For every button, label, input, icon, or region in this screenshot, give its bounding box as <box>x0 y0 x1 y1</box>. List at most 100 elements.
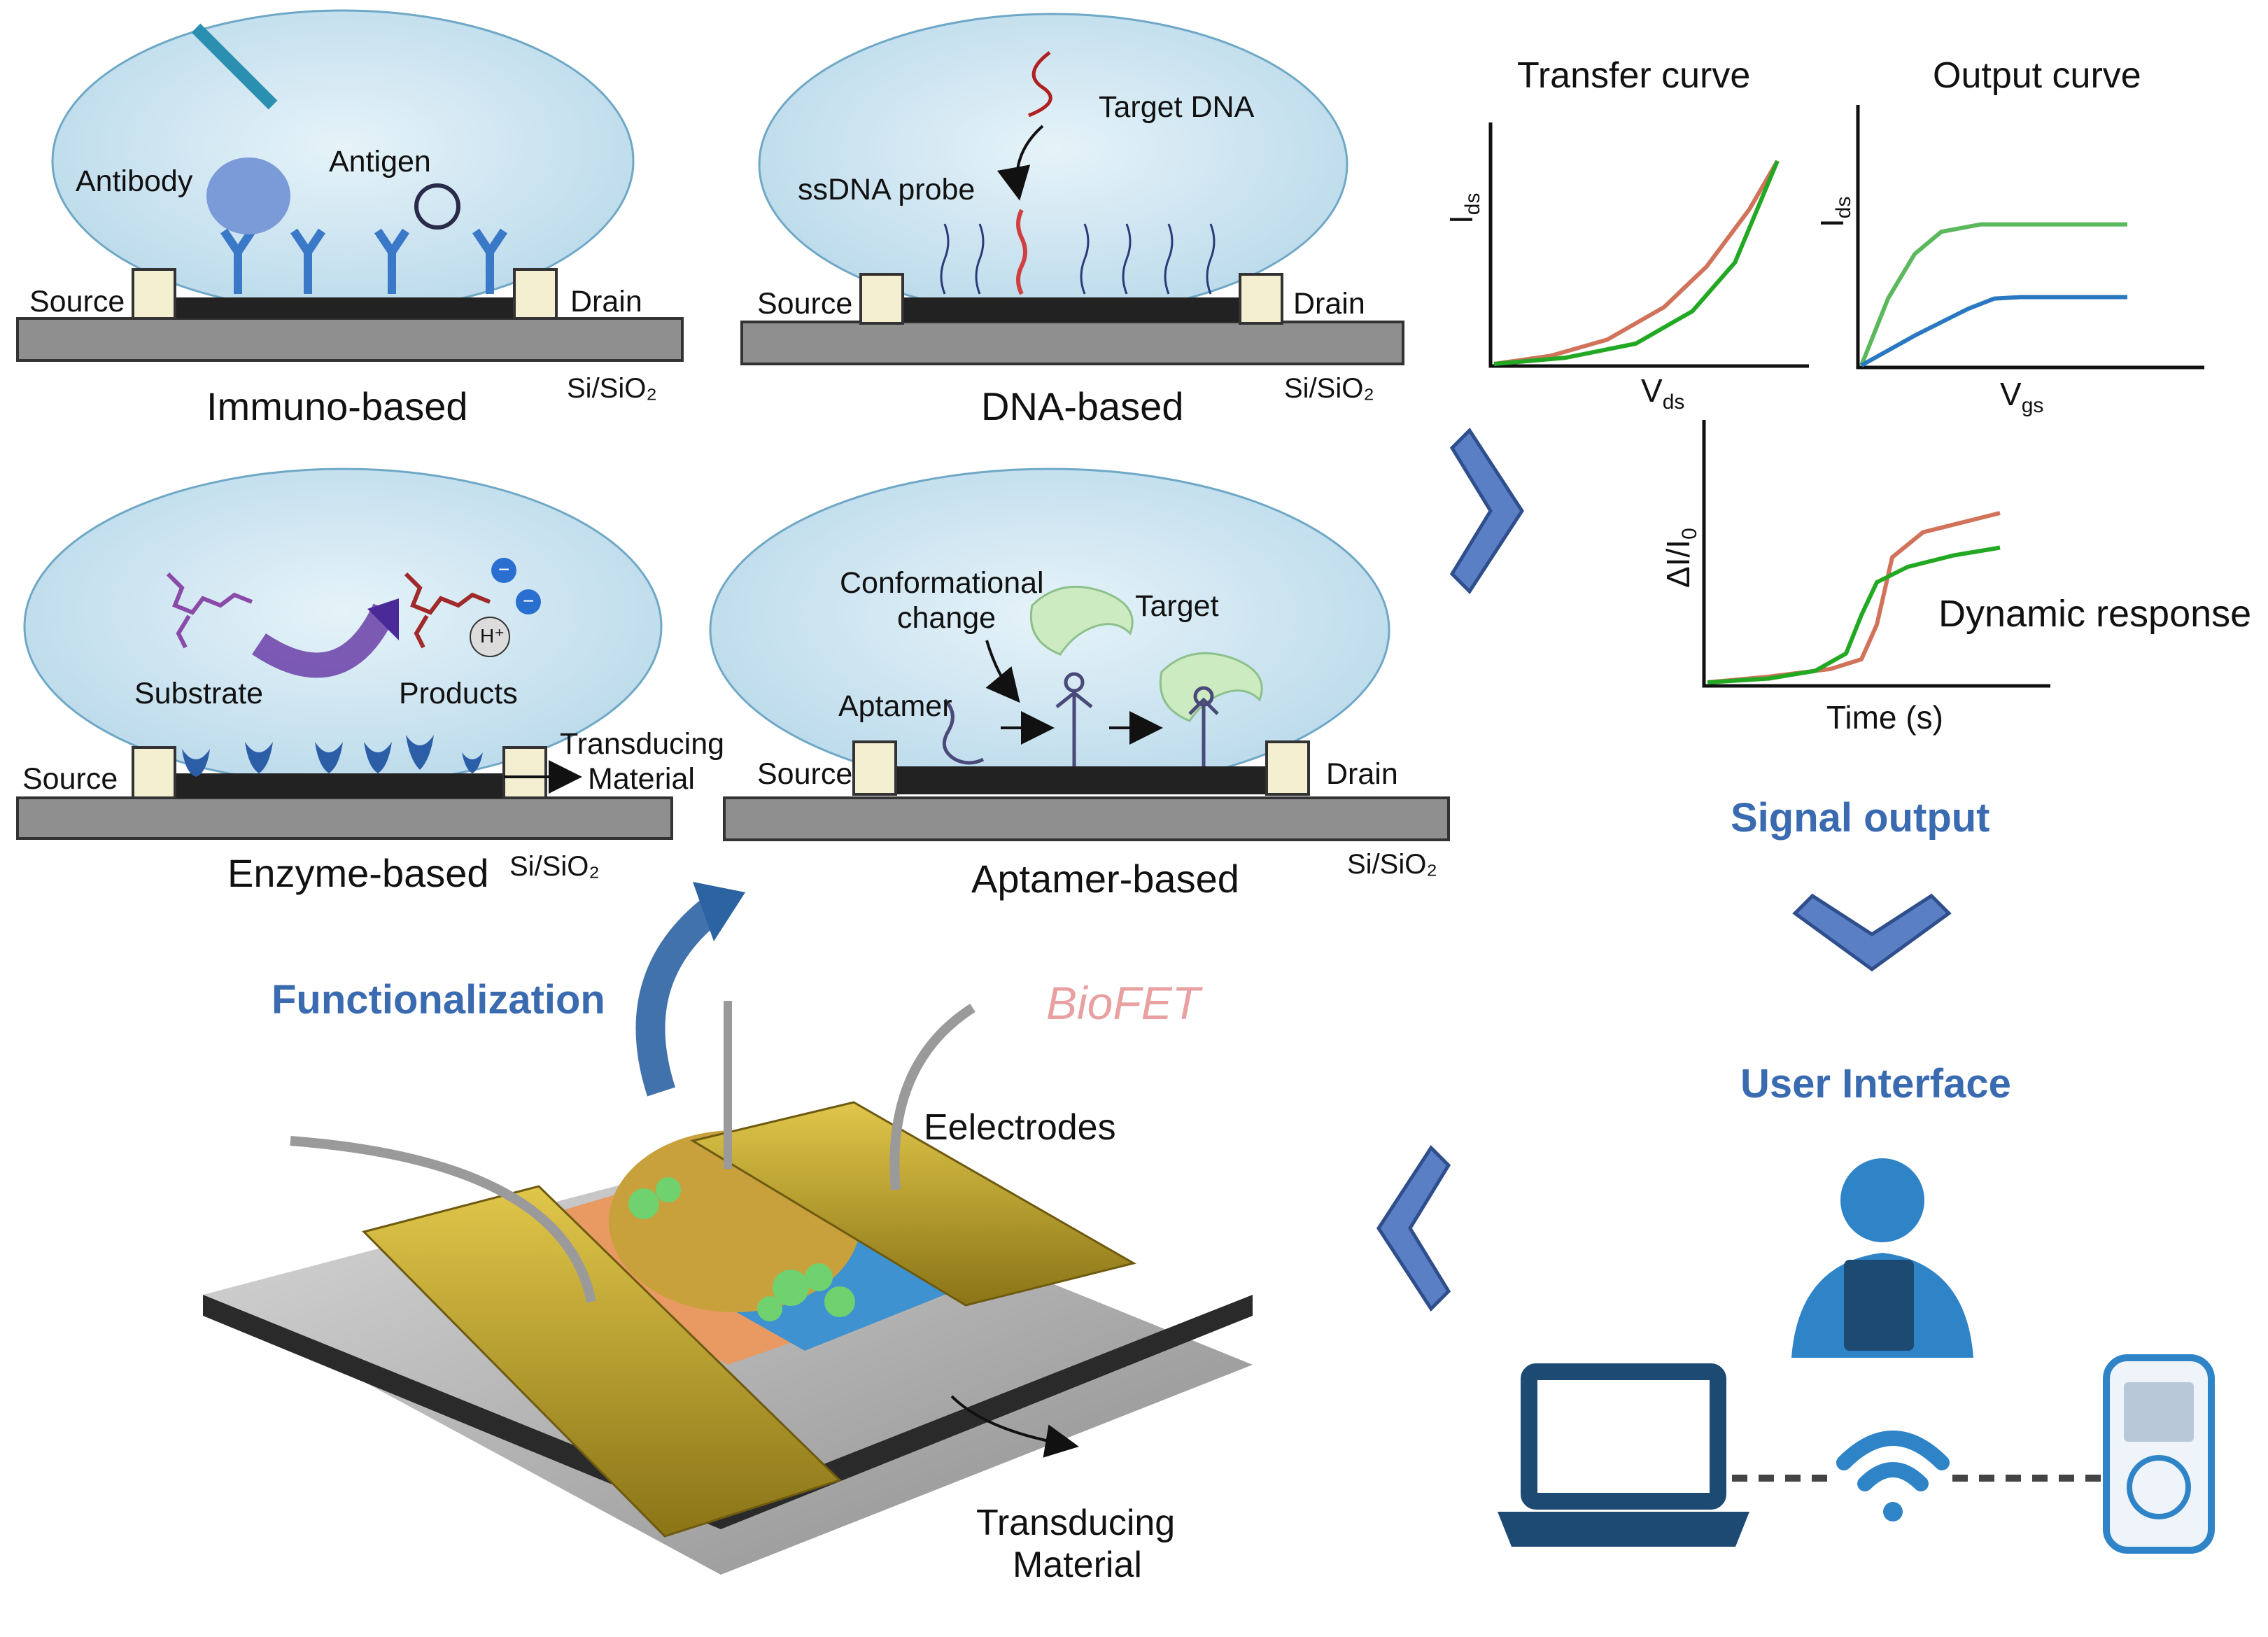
dna-probe-label: ssDNA probe <box>798 173 975 206</box>
antibody-protein-icon <box>206 157 290 234</box>
immuno-caption: Immuno-based <box>206 384 468 428</box>
green-analyte-clusters <box>628 1177 855 1321</box>
aptamer-source-electrode <box>852 740 897 796</box>
chart-series-line-0-0 <box>1493 160 1780 366</box>
electron-minus-1: − <box>498 558 510 580</box>
dna-source-electrode <box>859 273 904 325</box>
functionalization-arrowhead <box>693 882 745 941</box>
aptamer-conf-label-1: Conformational <box>840 566 1044 600</box>
ssdna-probes <box>940 223 1216 295</box>
chart-series-line-2-1 <box>1707 545 2001 684</box>
aptamer-channel <box>885 766 1277 794</box>
dynamic-ylabel-main: ΔI/I <box>1660 539 1696 588</box>
transfer-axes <box>1488 122 1809 368</box>
electrode-wire-right <box>889 1004 975 1190</box>
left-gold-electrode <box>362 1185 842 1538</box>
aptamer-target-label: Target <box>1135 589 1219 623</box>
dynamic-axes <box>1702 420 2050 688</box>
output-xlabel-sub: gs <box>2021 394 2044 418</box>
target-arrow <box>996 125 1044 201</box>
electron-minus-2: − <box>523 590 535 612</box>
enzyme-channel <box>168 773 514 798</box>
chevron-left-icon <box>1376 1145 1451 1312</box>
aptamer-panel <box>709 468 1450 841</box>
electrodes-label: Eelectrodes <box>924 1107 1116 1148</box>
dna-channel <box>892 297 1249 322</box>
chevron-right-icon <box>1449 428 1524 594</box>
output-ylabel: Ids <box>1814 196 1856 227</box>
dynamic-series <box>1707 511 2001 684</box>
aptamer-source-label: Source <box>757 757 853 791</box>
transfer-ylabel: Ids <box>1443 193 1484 224</box>
laptop-icon <box>1498 1363 1749 1547</box>
aptamer-substrate <box>723 796 1450 841</box>
bound-target-icon <box>1159 652 1263 722</box>
electrode-wire-left <box>290 1136 596 1303</box>
products-molecule-icon <box>404 572 491 649</box>
dna-substrate-label: Si/SiO₂ <box>1284 373 1374 404</box>
immuno-drain-label: Drain <box>570 285 642 318</box>
aptamer-substrate-label: Si/SiO₂ <box>1347 849 1437 880</box>
user-interface-label: User Interface <box>1740 1061 2011 1106</box>
output-series <box>1859 222 2127 367</box>
enzyme-hplus-label: H⁺ <box>480 625 505 647</box>
transfer-ylabel-main: I <box>1443 215 1479 224</box>
immuno-antigen-label: Antigen <box>329 145 431 178</box>
dynamic-ylabel: ΔI/I0 <box>1660 528 1701 588</box>
transfer-xlabel-main: V <box>1641 372 1663 409</box>
output-xlabel-main: V <box>2000 376 2022 412</box>
enzyme-drain-electrode <box>502 746 547 799</box>
conformational-arrow <box>985 640 1020 703</box>
dna-panel <box>740 13 1404 365</box>
transfer-xlabel-sub: ds <box>1662 391 1685 414</box>
hplus-icon <box>470 617 510 657</box>
dna-droplet <box>758 13 1348 316</box>
aptamer-strand <box>942 698 985 765</box>
electron-icon-1 <box>491 558 516 583</box>
immuno-substrate-label: Si/SiO₂ <box>567 373 657 404</box>
dna-helix <box>1016 209 1027 295</box>
transfer-series <box>1493 160 1780 366</box>
immuno-channel <box>161 297 525 318</box>
folded-aptamer-icon <box>1055 672 1219 766</box>
aptamer-caption: Aptamer-based <box>971 857 1239 901</box>
reaction-arrowhead <box>367 598 399 640</box>
output-chart <box>1856 105 2204 370</box>
enzyme-source-electrode <box>132 746 176 799</box>
device-transducing-label-1: Transducing <box>976 1503 1176 1543</box>
transfer-xlabel: Vds <box>1641 374 1684 413</box>
immuno-substrate <box>16 317 684 362</box>
chevron-down-icon <box>1792 893 1952 972</box>
aptamer-aptamer-label: Aptamer <box>838 689 952 723</box>
chart-series-line-1-0 <box>1859 222 2127 367</box>
enzyme-icons <box>182 735 483 777</box>
target-dna-strand <box>1028 51 1052 118</box>
right-gold-electrode <box>690 1101 1136 1307</box>
enzyme-substrate-label: Si/SiO₂ <box>509 851 600 882</box>
aptamer-drain-label: Drain <box>1326 757 1398 791</box>
immuno-drain-electrode <box>513 268 558 320</box>
chart-series-line-0-1 <box>1493 160 1780 366</box>
output-axes <box>1856 105 2204 370</box>
dynamic-xlabel: Time (s) <box>1826 699 1943 736</box>
immuno-panel <box>16 9 684 362</box>
biofet-device <box>203 1001 1253 1575</box>
output-ylabel-sub: ds <box>1832 196 1856 219</box>
reaction-arrow <box>252 603 397 678</box>
antigen-icon <box>414 183 460 230</box>
enzyme-source-label: Source <box>22 762 118 796</box>
enzyme-products-label: Products <box>399 677 518 710</box>
dna-target-label: Target DNA <box>1099 90 1255 124</box>
enzyme-substrate <box>16 796 673 840</box>
enzyme-substrate-molecule-label: Substrate <box>134 677 264 710</box>
aptamer-conf-label-2: change <box>897 601 996 635</box>
enzyme-caption: Enzyme-based <box>227 851 489 895</box>
biofet-label: BioFET <box>1046 977 1201 1029</box>
dna-caption: DNA-based <box>981 384 1184 428</box>
enzyme-transducing-label-2: Material <box>588 762 695 796</box>
dynamic-chart <box>1702 420 2050 688</box>
immuno-source-label: Source <box>29 285 125 318</box>
dna-substrate <box>740 321 1404 365</box>
electron-icon-2 <box>516 589 541 614</box>
